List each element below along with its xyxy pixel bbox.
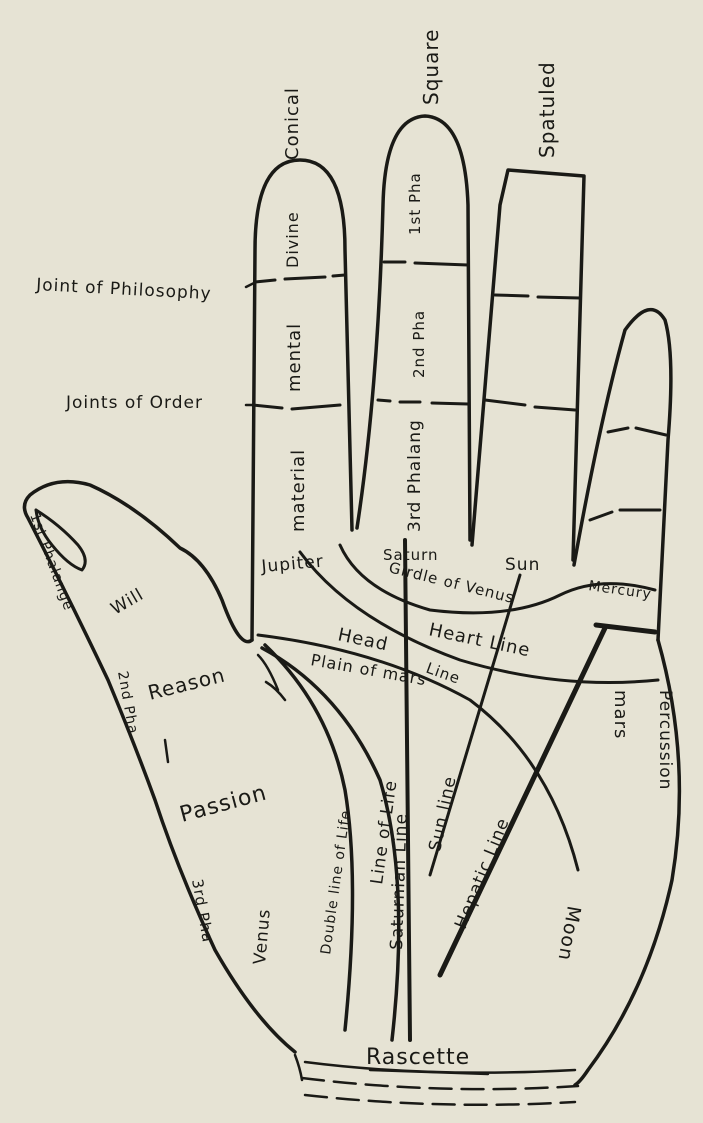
double-line-of-life-label: Double line of Life <box>318 809 354 956</box>
joints-of-order-label: Joints of Order <box>65 393 203 413</box>
saturnian-line <box>403 538 412 1042</box>
line-of-life <box>260 646 401 1042</box>
percussion-label: Percussion <box>655 690 675 790</box>
jupiter-label: Jupiter <box>260 552 325 577</box>
rascette-underline <box>368 1068 490 1076</box>
mercury-label: Mercury <box>587 578 652 603</box>
spatuled-label: Spatuled <box>535 61 559 158</box>
ring-finger-outline <box>470 168 586 562</box>
thumb-joint <box>163 738 170 764</box>
heart-line <box>298 550 660 684</box>
thumb-nail <box>34 508 87 572</box>
sun-line-label: Sun line <box>425 774 460 853</box>
square-label: Square <box>419 29 443 105</box>
heart-line-label: Heart Line <box>427 619 532 661</box>
little-joint-lower <box>588 508 662 522</box>
index-mental-label: mental <box>284 323 305 392</box>
middle-joint-upper <box>382 260 470 267</box>
head-line-word-label: Line <box>424 659 463 688</box>
sun-label: Sun <box>505 555 540 575</box>
middle-third-phalange-label: 3rd Phalang <box>405 419 425 532</box>
rascette-line-2 <box>300 1076 580 1091</box>
moon-label: Moon <box>553 904 584 963</box>
double-line-of-life <box>263 643 355 1032</box>
saturnian-line-label: Saturnian Line <box>387 813 412 950</box>
venus-label: Venus <box>250 908 275 966</box>
passion-label: Passion <box>177 781 270 828</box>
index-material-label: material <box>288 449 309 532</box>
middle-finger-outline <box>355 114 472 542</box>
rascette-label: Rascette <box>366 1045 470 1070</box>
girdle-of-venus <box>338 543 657 615</box>
joint-of-philosophy-label: Joint of Philosophy <box>35 275 212 304</box>
thumb-outline <box>22 479 297 1054</box>
index-joint-lower <box>251 403 342 411</box>
middle-first-phalange-label: 1st Pha <box>406 172 424 235</box>
sun-line <box>428 573 522 877</box>
will-label: Will <box>108 585 148 620</box>
middle-joint-lower <box>376 398 470 406</box>
reason-label: Reason <box>145 662 227 704</box>
mars-label: mars <box>610 690 631 739</box>
hepatic-line <box>437 625 608 978</box>
head-line <box>256 633 580 872</box>
thumb-crease <box>256 653 287 702</box>
rascette-line-3 <box>303 1093 577 1107</box>
ring-joint-lower <box>483 398 577 412</box>
hepatic-line-cap <box>593 622 658 635</box>
hepatic-line-label: Hepatic Line <box>451 815 514 932</box>
middle-second-phalange-label: 2nd Pha <box>410 310 428 378</box>
saturn-label: Saturn <box>383 546 439 564</box>
ring-joint-upper <box>493 293 582 300</box>
index-joint-upper <box>253 273 347 284</box>
percussion-edge <box>573 638 682 1087</box>
little-finger-outline <box>572 307 673 642</box>
thumb-third-phalange-label: 3rd Pha <box>188 878 217 945</box>
conical-label: Conical <box>282 87 303 160</box>
plain-of-mars-label: Plain of mars <box>309 650 428 689</box>
joint-of-philosophy-pointer <box>244 280 258 289</box>
index-finger-outline <box>250 158 354 642</box>
index-divine-label: Divine <box>283 211 302 268</box>
little-joint-upper <box>606 426 668 437</box>
